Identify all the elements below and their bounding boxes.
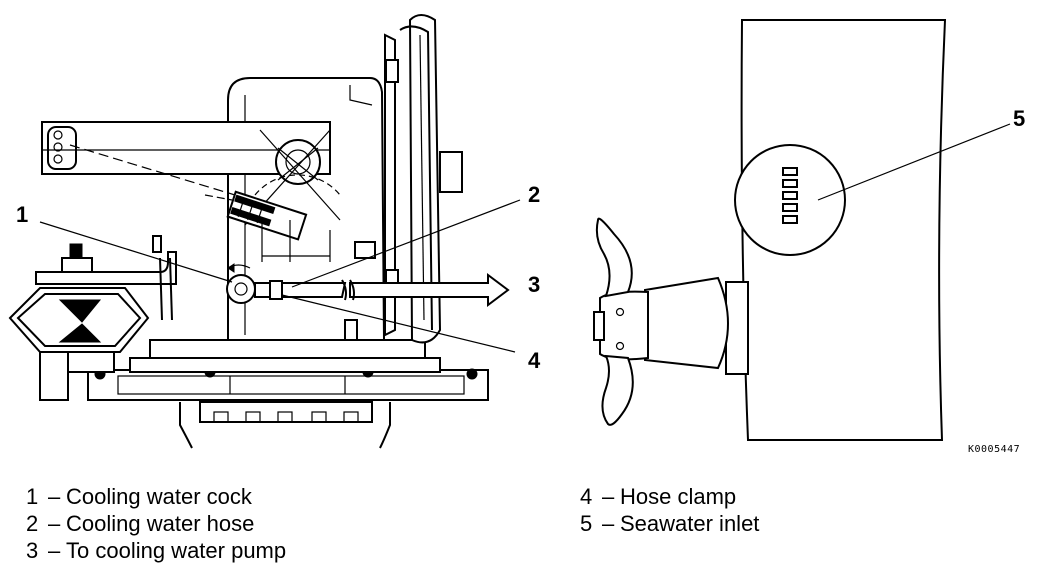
legend-item: 5–Seawater inlet — [580, 510, 759, 537]
flywheel-plate — [408, 14, 442, 344]
legend-item: 2–Cooling water hose — [26, 510, 286, 537]
cooling-water-hose — [254, 282, 347, 298]
legend-right: 4–Hose clamp 5–Seawater inlet — [580, 483, 759, 537]
legend-num: 3 — [26, 538, 39, 563]
sail-drive-view — [593, 19, 947, 441]
engine-mount — [8, 243, 177, 401]
figure-code: K0005447 — [968, 444, 1020, 455]
hull-leg — [740, 19, 947, 441]
propeller-blade-top — [595, 217, 633, 298]
legend-dash: – — [48, 538, 61, 563]
engine-side-view — [8, 14, 510, 449]
callout-3: 3 — [528, 272, 540, 297]
legend-dash: – — [602, 484, 615, 509]
callout-4: 4 — [528, 348, 541, 373]
legend-num: 4 — [580, 484, 593, 509]
swing-arc — [254, 174, 341, 196]
legend-label: Cooling water cock — [66, 484, 252, 509]
legend-num: 1 — [26, 484, 39, 509]
legend-dash: – — [48, 484, 61, 509]
base-plate — [87, 369, 489, 401]
legend-num: 5 — [580, 511, 593, 536]
legend-label: To cooling water pump — [66, 538, 287, 563]
callout-5: 5 — [1013, 106, 1025, 131]
hose-clamp — [269, 280, 283, 300]
callout-2: 2 — [528, 182, 540, 207]
legend-item: 1–Cooling water cock — [26, 483, 286, 510]
legend-item: 4–Hose clamp — [580, 483, 759, 510]
drive-neck — [725, 281, 749, 375]
legend-item: 3–To cooling water pump — [26, 537, 286, 564]
legend-dash: – — [48, 511, 61, 536]
gearbox-housing — [179, 402, 391, 449]
callout-1: 1 — [16, 202, 28, 227]
flywheel-housing — [384, 33, 396, 337]
legend-num: 2 — [26, 511, 39, 536]
legend-label: Cooling water hose — [66, 511, 255, 536]
legend-label: Seawater inlet — [620, 511, 760, 536]
legend-label: Hose clamp — [620, 484, 737, 509]
cooling-water-cock — [226, 274, 256, 304]
propeller-hub — [599, 290, 649, 361]
legend-dash: – — [602, 511, 615, 536]
propeller-blade-bottom — [601, 354, 634, 426]
legend-left: 1–Cooling water cock 2–Cooling water hos… — [26, 483, 286, 564]
